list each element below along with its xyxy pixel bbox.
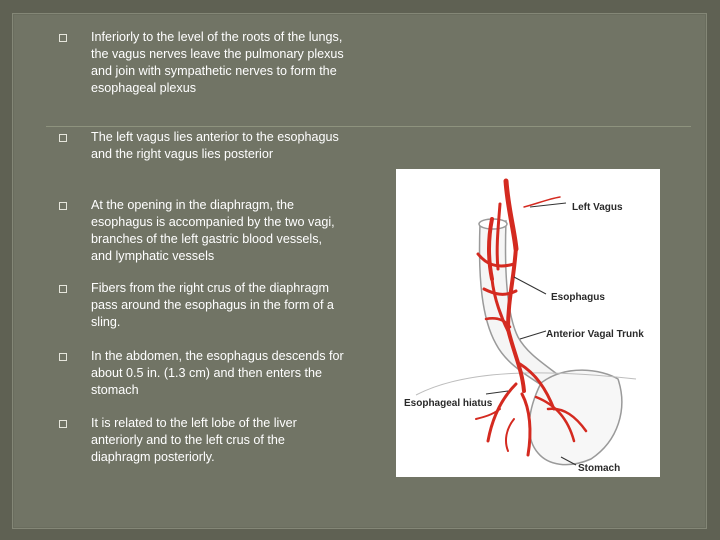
bullet-text: It is related to the left lobe of the li… [91, 416, 297, 464]
bullet-text: The left vagus lies anterior to the esop… [91, 130, 339, 161]
label-stomach: Stomach [578, 463, 620, 474]
esophagus-shape [478, 220, 568, 388]
square-bullet-icon [59, 134, 67, 142]
square-bullet-icon [59, 202, 67, 210]
label-esophageal-hiatus: Esophageal hiatus [404, 398, 493, 409]
bullet-text: At the opening in the diaphragm, the eso… [91, 198, 335, 263]
anatomy-illustration: Left Vagus Esophagus Anterior Vagal Trun… [404, 178, 644, 474]
vagus-nerves [475, 178, 588, 457]
square-bullet-icon [59, 353, 67, 361]
square-bullet-icon [59, 420, 67, 428]
divider-line [46, 126, 691, 127]
slide: Inferiorly to the level of the roots of … [12, 13, 707, 529]
label-leader-lines [485, 202, 577, 466]
bullet-text: Inferiorly to the level of the roots of … [91, 30, 344, 95]
square-bullet-icon [59, 34, 67, 42]
label-left-vagus: Left Vagus [572, 202, 623, 213]
vagus-nerve-diagram: Left Vagus Esophagus Anterior Vagal Trun… [396, 169, 660, 477]
label-anterior-vagal-trunk: Anterior Vagal Trunk [546, 329, 644, 340]
diaphragm-line [415, 372, 637, 396]
bullet-text: In the abdomen, the esophagus descends f… [91, 349, 344, 397]
bullet-text: Fibers from the right crus of the diaphr… [91, 281, 334, 329]
square-bullet-icon [59, 285, 67, 293]
label-esophagus: Esophagus [551, 292, 605, 303]
